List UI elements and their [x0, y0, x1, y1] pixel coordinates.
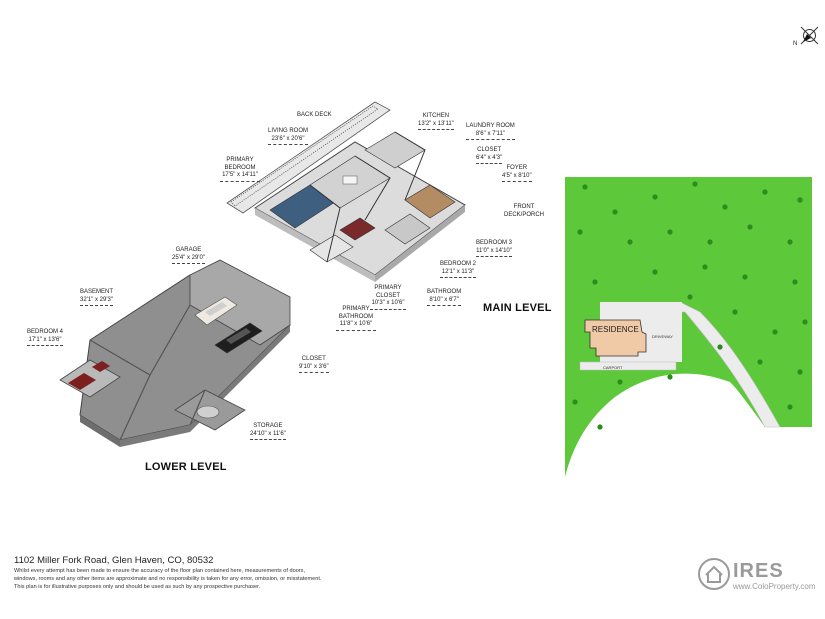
tree-marker	[802, 319, 808, 325]
disclaimer-line-3: This plan is for illustrative purposes o…	[14, 584, 261, 590]
label-back-deck: BACK DECK	[297, 112, 332, 118]
property-address: 1102 Miller Fork Road, Glen Haven, CO, 8…	[14, 555, 214, 566]
garage-black-car	[214, 322, 263, 354]
tree-marker	[592, 279, 598, 285]
tree-marker	[742, 274, 748, 280]
disclaimer-line-1: Whilst every attempt has been made to en…	[14, 568, 306, 574]
tree-marker	[797, 369, 803, 375]
garage-white-car	[194, 296, 238, 326]
tree-marker	[757, 359, 763, 365]
tree-marker	[702, 264, 708, 270]
residence-label: RESIDENCE	[592, 325, 639, 334]
tree-marker	[652, 269, 658, 275]
site-plan	[565, 177, 812, 477]
tree-marker	[707, 239, 713, 245]
driveway-label: DRIVEWAY	[652, 334, 673, 339]
tree-marker	[747, 224, 753, 230]
tree-marker	[787, 404, 793, 410]
tree-marker	[732, 309, 738, 315]
driveway	[679, 301, 781, 428]
main-level-title: MAIN LEVEL	[483, 302, 552, 314]
logo-brand: IRES	[733, 560, 784, 582]
tree-marker	[687, 294, 693, 300]
tree-marker	[597, 424, 603, 430]
tree-marker	[692, 181, 698, 187]
logo-website: www.ColoProperty.com	[733, 582, 816, 591]
disclaimer-line-2: windows, rooms and any other items are a…	[14, 576, 322, 582]
tree-marker	[717, 344, 723, 350]
carport-label: CARPORT	[603, 365, 623, 370]
tree-marker	[792, 279, 798, 285]
tree-marker	[722, 204, 728, 210]
residence-footprint	[584, 319, 647, 357]
lawn-area	[565, 177, 812, 477]
logo-house-icon	[698, 558, 730, 590]
carport	[579, 361, 677, 371]
tree-marker	[582, 184, 588, 190]
tree-marker	[572, 399, 578, 405]
label-front-deck-porch: FRONT DECK/PORCH	[504, 204, 545, 218]
main-level-floorplan	[226, 101, 466, 282]
tree-marker	[797, 197, 803, 203]
tree-marker	[612, 209, 618, 215]
tree-marker	[772, 329, 778, 335]
lower-level-floorplan	[59, 259, 291, 447]
driveway-pad	[640, 318, 680, 360]
tree-marker	[577, 229, 583, 235]
lower-level-title: LOWER LEVEL	[145, 461, 227, 473]
tree-marker	[652, 194, 658, 200]
tree-marker	[667, 229, 673, 235]
tree-marker	[667, 374, 673, 380]
compass-north-label: N	[793, 41, 798, 47]
compass-icon	[800, 26, 819, 45]
tree-marker	[627, 239, 633, 245]
tree-marker	[787, 239, 793, 245]
ires-logo: IRES www.ColoProperty.com	[697, 557, 822, 597]
tree-marker	[762, 189, 768, 195]
tree-marker	[617, 379, 623, 385]
